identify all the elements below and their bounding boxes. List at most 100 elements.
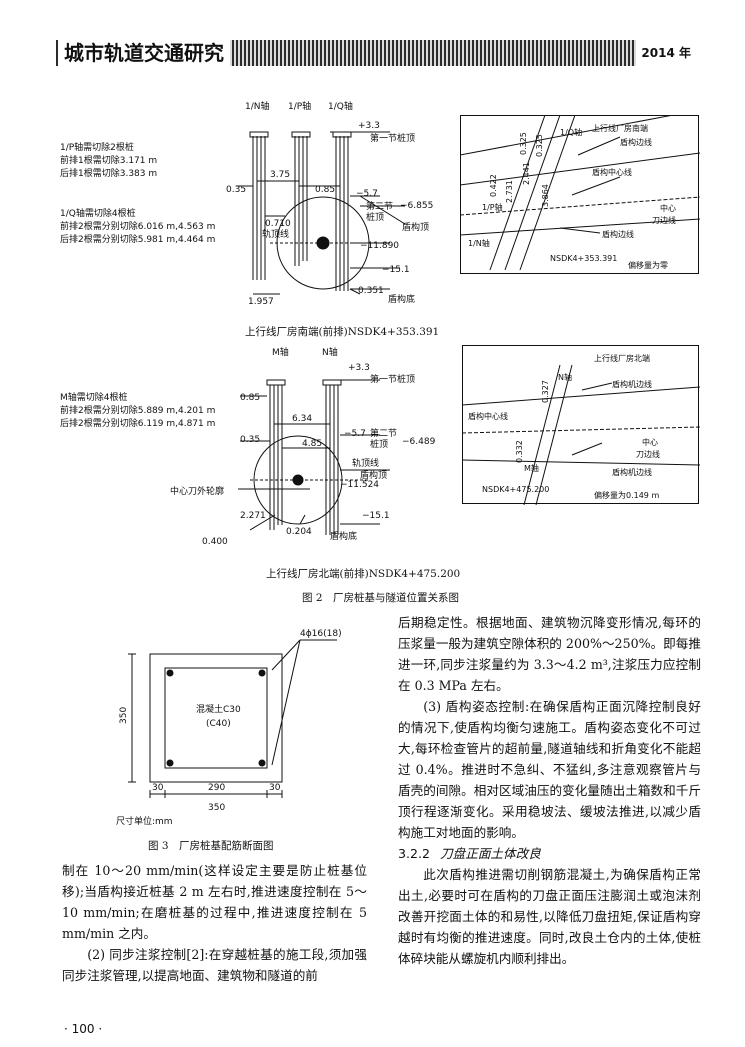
paragraph: (3) 盾构姿态控制:在确保盾构正面沉降控制良好的情况下,使盾构均衡匀速施工。盾… [398,699,701,840]
dim-label: −6.855 [400,201,433,211]
dim-label: 30 [269,783,281,793]
diagram-label: 第一节桩顶 [370,373,415,385]
dim-label: −6.489 [402,437,436,447]
plan-label: 1/P轴 [482,202,503,212]
note-line: 1/Q轴需切除4根桩 [60,207,136,219]
fig2-top-caption: 上行线厂房南端(前排)NSDK4+353.391 [245,326,440,338]
plan-label: 刀边线 [636,449,660,459]
plan-dim: 0.422 [489,174,498,197]
diagram-label: 中心刀外轮廓 [170,485,224,497]
left-column: 制在 10～20 mm/min(这样设定主要是防止桩基位移);当盾构接近桩基 2… [62,860,367,986]
diagram-label: 盾构顶 [360,469,387,481]
dim-label: −15.1 [362,511,390,521]
plan-label: 上行线厂房北端 [594,353,650,363]
diagram-label: 桩顶 [370,438,388,450]
diagram-label: 盾构底 [330,530,357,542]
plan-label: 偏移量为零 [628,260,668,270]
plan-dim: 2.441 [522,162,531,185]
dim-label: 0.351 [358,286,384,296]
plan-label: 刀边线 [652,215,676,225]
note-line: 前排2根需分别切除6.016 m,4.563 m [60,220,215,232]
dim-label: 0.204 [286,527,312,537]
right-column: 后期稳定性。根据地面、建筑物沉降变形情况,每环的压浆量一般为建筑空隙体积的 20… [398,612,701,969]
dim-label: 350 [208,803,225,813]
axis-label: M轴 [272,346,289,358]
dim-label: −11.890 [360,241,399,251]
fig2-top-section: 1/N轴 1/P轴 1/Q轴 +3.3 第一节桩顶 1/P轴需切除2根桩 前排1… [60,100,433,307]
diagram-label: 盾构顶 [402,221,429,233]
dim-label: −5.7 [356,189,378,199]
fig2-bottom-section: M轴 N轴 +3.3 第一节桩顶 M轴需切除4根桩 前排2根需分别切除5.889… [60,346,436,547]
fig3-caption: 图 3 厂房桩基配筋断面图 [148,840,274,852]
diagram-label: 轨顶线 [262,228,289,240]
note-line: 后排2根需分别切除6.119 m,4.871 m [60,417,215,429]
page-number: · 100 · [64,1022,103,1036]
dim-label: −15.1 [382,265,410,275]
plan-label: 盾构机边线 [612,379,652,389]
plan-label: 1/N轴 [468,238,490,248]
plan-label: 盾构中心线 [592,167,632,177]
paragraph: 后期稳定性。根据地面、建筑物沉降变形情况,每环的压浆量一般为建筑空隙体积的 20… [398,615,701,693]
dim-label: 6.34 [292,414,312,424]
dim-label: 0.85 [315,185,335,195]
fig2-bottom-caption: 上行线厂房北端(前排)NSDK4+475.200 [266,568,461,580]
plan-dim: 0.332 [515,440,524,463]
axis-label: 1/N轴 [245,100,270,112]
diagram-label: 轨顶线 [352,457,379,469]
dim-label: 4.85 [302,439,322,449]
plan-dim: 3.864 [541,184,550,207]
section-number: 3.2.2 [398,846,431,861]
plan-label: NSDK4+353.391 [550,254,617,263]
dim-label: 290 [208,783,225,793]
diagram-label: 第二节 [366,200,393,212]
plan-label: 盾构边线 [620,137,652,147]
journal-title: 城市轨道交通研究 [58,40,230,66]
plan-label: 中心 [642,437,658,447]
dim-label: 2.271 [240,511,266,521]
plan-label: 盾构边线 [602,229,634,239]
fig2-caption: 图 2 厂房桩基与隧道位置关系图 [302,592,460,604]
note-line: 1/P轴需切除2根桩 [60,141,134,153]
plan-label: 盾构中心线 [468,411,508,421]
paragraph: (2) 同步注浆控制[2]:在穿越桩基的施工段,须加强同步注浆管理,以提高地面、… [62,947,367,983]
dim-label: +3.3 [358,121,380,131]
plan-label: NSDK4+475.200 [482,485,549,494]
plan-label: 1/Q轴 [560,127,582,137]
concrete-label: (C40) [206,719,231,729]
note-line: 后排2根需分别切除5.981 m,4.464 m [60,233,215,245]
journal-year: 2014 年 [636,40,696,66]
diagram-label: 盾构底 [388,293,415,305]
dim-label: 0.710 [265,219,291,229]
dim-label: 0.85 [240,393,260,403]
dim-label: 30 [152,783,164,793]
note-line: 前排2根需分别切除5.889 m,4.201 m [60,404,215,416]
note-line: M轴需切除4根桩 [60,391,128,403]
dim-label: −11.524 [340,480,379,490]
plan-label: 偏移量为0.149 m [594,490,659,500]
plan-label: N轴 [558,372,572,382]
plan-dim: 0.325 [535,134,544,157]
dim-label: 0.35 [226,185,246,195]
plan-label: 盾构机边线 [612,467,652,477]
section-title: 刀盘正面土体改良 [440,846,541,861]
section-heading: 3.2.2 刀盘正面土体改良 [398,843,701,864]
axis-label: 1/Q轴 [328,100,353,112]
dim-label: 0.400 [202,537,228,547]
axis-label: N轴 [322,346,338,358]
dim-label: +3.3 [348,363,370,373]
diagram-label: 桩顶 [366,211,384,223]
fig2-bottom-plan: 上行线厂房北端 N轴 盾构机边线 盾构中心线 中心 刀边线 M轴 盾构机边线 N… [462,345,700,505]
diagram-label: 第一节桩顶 [370,132,415,144]
paragraph: 制在 10～20 mm/min(这样设定主要是防止桩基位移);当盾构接近桩基 2… [62,863,367,941]
rebar-label: 4ϕ16(18) [300,629,342,639]
plan-dim: 0.327 [541,380,550,403]
dim-label: 3.75 [270,170,290,180]
note-line: 后排1根需切除3.383 m [60,167,157,179]
plan-label: 上行线厂房南端 [592,123,648,133]
plan-label: M轴 [524,463,539,473]
fig2-top-plan: 上行线厂房南端 盾构边线 1/Q轴 盾构中心线 1/P轴 中心 刀边线 盾构边线… [460,115,700,274]
dim-label: 1.957 [248,297,274,307]
paragraph: 此次盾构推进需切削钢筋混凝土,为确保盾构正常出土,必要时可在盾构的刀盘正面压注膨… [398,867,701,966]
axis-label: 1/P轴 [288,100,311,112]
concrete-label: 混凝土C30 [196,703,241,715]
